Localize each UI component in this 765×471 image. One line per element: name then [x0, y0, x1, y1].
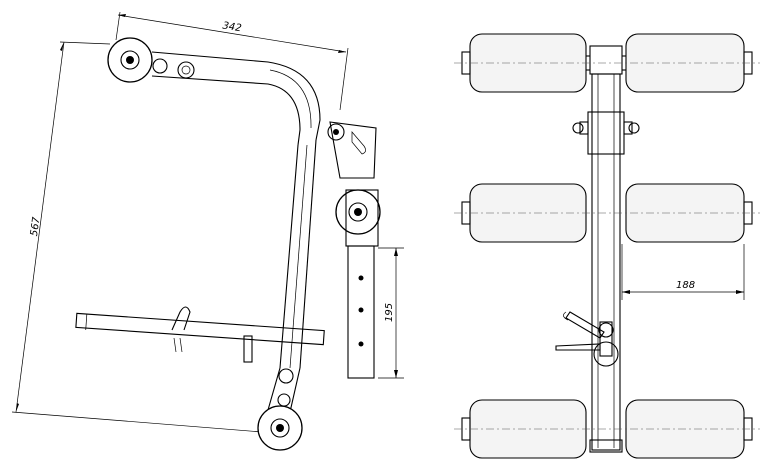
dimension-label-188: 188	[676, 280, 695, 291]
mount-bracket	[327, 121, 377, 179]
front-view: 188	[454, 33, 760, 459]
dimension-195: 195	[378, 247, 404, 379]
top-roller	[107, 37, 195, 83]
dimension-label-342: 342	[222, 21, 243, 35]
dimension-label-195: 195	[384, 303, 395, 322]
dimension-567: 567	[11, 41, 263, 433]
horizontal-bar	[75, 306, 325, 363]
dimension-label-567: 567	[29, 216, 43, 237]
side-knobs	[572, 111, 640, 155]
dimension-342: 342	[115, 11, 349, 111]
lock-pin	[555, 311, 619, 367]
adjustable-post	[335, 189, 381, 379]
pad-pair-bottom	[454, 399, 760, 459]
bottom-roller	[257, 368, 303, 451]
dimension-188: 188	[621, 244, 745, 300]
pad-pair-top	[454, 33, 760, 93]
pad-pair-middle	[454, 183, 760, 243]
side-view: 342 567	[11, 11, 404, 451]
